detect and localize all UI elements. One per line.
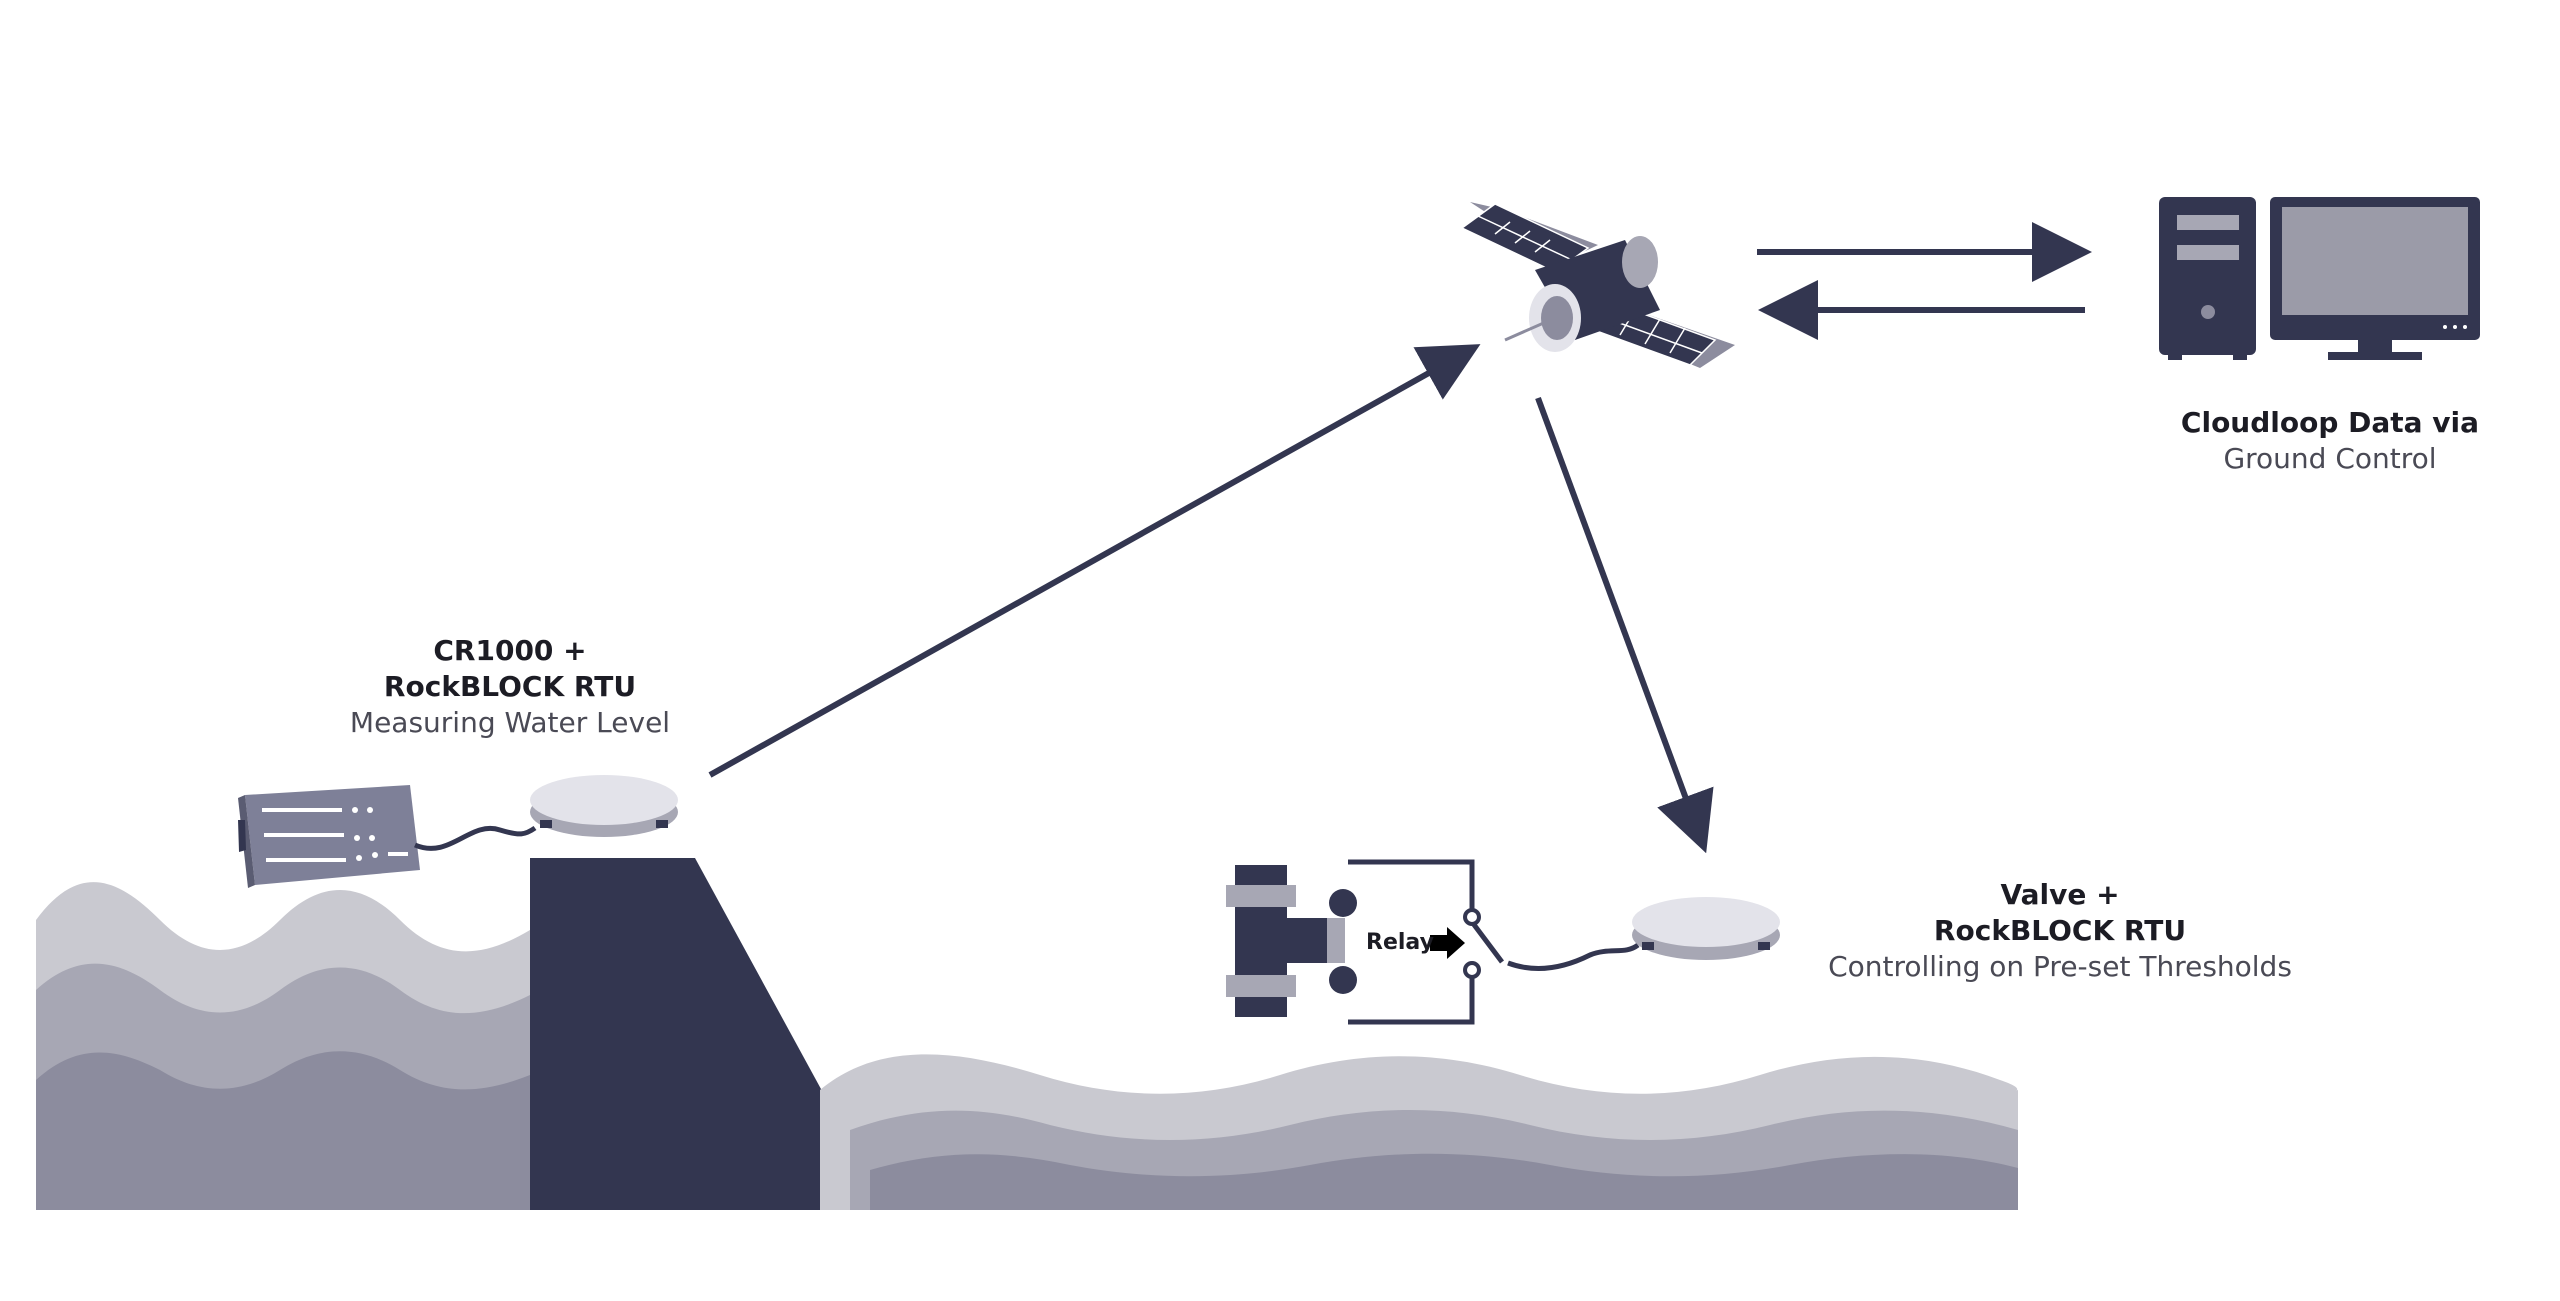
dam [530,858,887,1210]
cr1000-datalogger [238,785,537,888]
valve-title-line2: RockBLOCK RTU [1933,914,2187,947]
computer-tower-icon [2159,197,2256,360]
valve-label: Valve + RockBLOCK RTU Controlling on Pre… [1800,877,2320,985]
left-rockblock-antenna [530,775,678,837]
relay-label: Relay [1366,930,1434,955]
relay-contact-bottom [1463,961,1481,979]
cloudloop-label: Cloudloop Data via Ground Control [2150,405,2510,477]
uplink-arrow [708,344,1481,778]
cloudloop-title: Cloudloop Data via [2180,406,2480,439]
satellite-icon [1460,202,1735,368]
right-water [820,1054,2018,1210]
relay-arrow-icon [1430,927,1465,959]
relay-contact-top [1463,908,1481,926]
valve-subtitle: Controlling on Pre-set Thresholds [1828,950,2292,983]
monitor-icon [2270,197,2480,360]
cr1000-subtitle: Measuring Water Level [349,706,671,739]
cr1000-title-line2: RockBLOCK RTU [383,670,637,703]
cr1000-label: CR1000 + RockBLOCK RTU Measuring Water L… [300,633,720,741]
valve-title-line1: Valve + [2000,878,2120,911]
relay-circuit [1348,859,1640,1025]
downlink-arrow [1535,396,1714,854]
cr1000-title-line1: CR1000 + [433,634,587,667]
cloudloop-subtitle: Ground Control [2223,442,2437,475]
left-water [36,882,530,1210]
valve-icon [1226,865,1357,1017]
right-rockblock-antenna [1632,897,1780,960]
